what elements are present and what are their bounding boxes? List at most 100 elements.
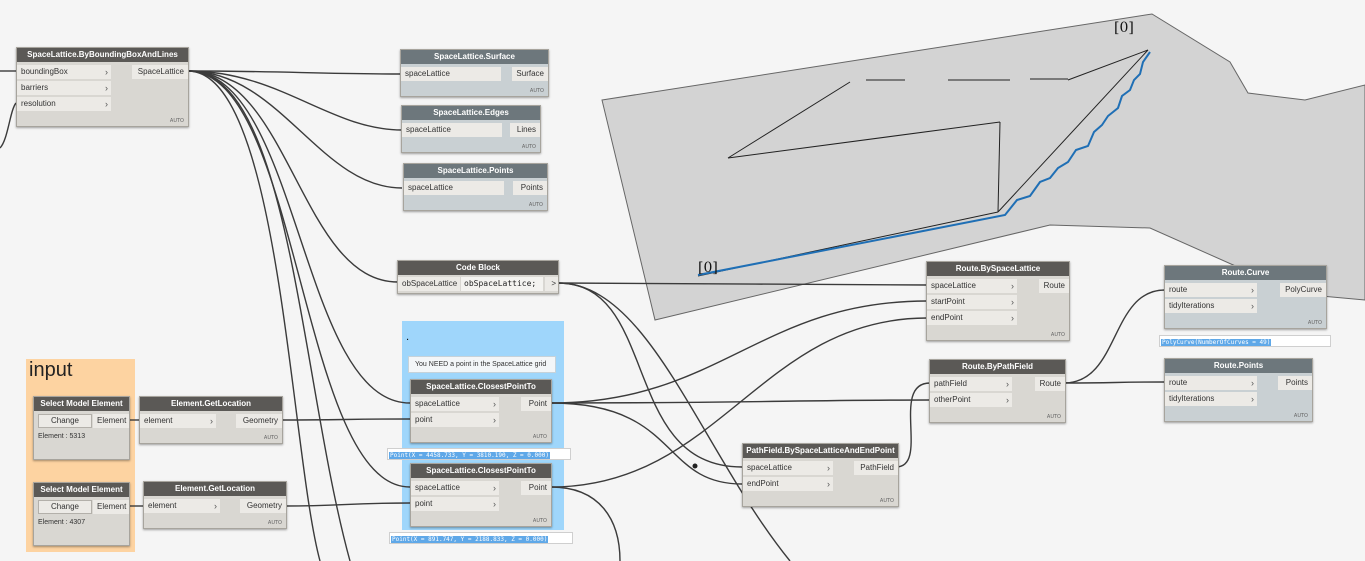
node-pathfield-byspacelattice[interactable]: PathField.BySpaceLatticeAndEndPoint spac…: [742, 443, 899, 507]
port-endpoint[interactable]: endPoint›: [743, 477, 833, 491]
wire-reroute-dot: [692, 463, 698, 469]
auto-label: AUTO: [263, 435, 278, 441]
node-title: SpaceLattice.ByBoundingBoxAndLines: [17, 48, 188, 62]
port-pathfield[interactable]: pathField›: [930, 377, 1012, 391]
chevron-right-icon: ›: [493, 499, 496, 509]
port-spacelattice[interactable]: spaceLattice›: [411, 481, 499, 495]
wire-lattice-points: [187, 70, 403, 189]
port-obspacelattice[interactable]: obSpaceLattice: [398, 277, 460, 291]
element-info: Element : 4307: [38, 519, 86, 526]
port-spacelattice[interactable]: spaceLattice: [401, 67, 501, 81]
port-out-route[interactable]: Route: [1035, 377, 1065, 391]
port-out-polycurve[interactable]: PolyCurve: [1280, 283, 1326, 297]
watch-value: PolyCurve(NumberOfCurves = 49): [1161, 339, 1272, 346]
watch-closest1: Point(X = 4458.733, Y = 3810.190, Z = 0.…: [387, 448, 571, 460]
port-spacelattice[interactable]: spaceLattice: [404, 181, 504, 195]
node-route-curve[interactable]: Route.Curve route› tidyIterations› PolyC…: [1164, 265, 1327, 329]
port-out-geometry[interactable]: Geometry: [236, 414, 282, 428]
port-route[interactable]: route›: [1165, 376, 1257, 390]
port-out-spacelattice[interactable]: SpaceLattice: [132, 65, 188, 79]
port-label: resolution: [21, 99, 56, 108]
node-title: Select Model Element: [34, 483, 129, 497]
node-route-bypathfield[interactable]: Route.ByPathField pathField› otherPoint›…: [929, 359, 1066, 423]
port-label: point: [415, 499, 433, 508]
node-title: Route.ByPathField: [930, 360, 1065, 374]
port-out-element[interactable]: Element: [93, 500, 129, 514]
port-out-surface[interactable]: Surface: [512, 67, 548, 81]
node-code-block[interactable]: Code Block obSpaceLattice obSpaceLattice…: [397, 260, 559, 294]
port-spacelattice[interactable]: spaceLattice: [402, 123, 502, 137]
port-endpoint[interactable]: endPoint›: [927, 311, 1017, 325]
port-element[interactable]: element›: [140, 414, 216, 428]
node-spacelattice-surface[interactable]: SpaceLattice.Surface spaceLattice Surfac…: [400, 49, 549, 97]
port-out-pathfield[interactable]: PathField: [854, 461, 898, 475]
port-label: element: [144, 416, 173, 425]
wire-closest2-end: [550, 317, 928, 488]
chevron-right-icon: ›: [1251, 285, 1254, 295]
wire-lattice-codeblock: [187, 70, 399, 283]
wire-lattice-offscreen1: [187, 70, 351, 561]
port-out-points[interactable]: Points: [513, 181, 547, 195]
port-point[interactable]: point ›: [411, 497, 499, 511]
note-spacelattice-grid[interactable]: You NEED a point in the SpaceLattice gri…: [408, 356, 556, 373]
port-out-code[interactable]: >: [545, 277, 558, 291]
code-editor[interactable]: obSpaceLattice;: [461, 277, 543, 291]
node-closest-point-to-1[interactable]: SpaceLattice.ClosestPointTo spaceLattice…: [410, 379, 552, 443]
port-out-point[interactable]: Point: [521, 397, 551, 411]
wire-getloc1-closest1: [280, 418, 411, 421]
port-tidyiterations[interactable]: tidyIterations›: [1165, 392, 1257, 406]
port-label: spaceLattice: [408, 183, 453, 192]
chevron-right-icon: ›: [1251, 394, 1254, 404]
node-spacelattice-edges[interactable]: SpaceLattice.Edges spaceLattice Lines AU…: [401, 105, 541, 153]
change-button[interactable]: Change: [38, 414, 92, 428]
port-label: spaceLattice: [405, 69, 450, 78]
node-title: SpaceLattice.Surface: [401, 50, 548, 64]
port-point[interactable]: point›: [411, 413, 499, 427]
node-element-getlocation-1[interactable]: Element.GetLocation element› Geometry AU…: [139, 396, 283, 444]
port-spacelattice[interactable]: spaceLattice›: [743, 461, 833, 475]
node-title: Code Block: [398, 261, 558, 275]
port-out-points[interactable]: Points: [1278, 376, 1312, 390]
chevron-right-icon: ›: [1006, 395, 1009, 405]
node-route-points[interactable]: Route.Points route› tidyIterations› Poin…: [1164, 358, 1313, 422]
chevron-right-icon: ›: [1011, 281, 1014, 291]
port-spacelattice[interactable]: spaceLattice›: [927, 279, 1017, 293]
auto-label: AUTO: [169, 118, 184, 124]
port-out-point[interactable]: Point: [521, 481, 551, 495]
node-select-model-element-1[interactable]: Select Model Element Change Element Elem…: [33, 396, 130, 460]
port-element[interactable]: element›: [144, 499, 220, 513]
node-closest-point-to-2[interactable]: SpaceLattice.ClosestPointTo spaceLattice…: [410, 463, 552, 527]
node-spacelattice-points[interactable]: SpaceLattice.Points spaceLattice Points …: [403, 163, 548, 211]
node-route-byspacelattice[interactable]: Route.BySpaceLattice spaceLattice› start…: [926, 261, 1070, 341]
auto-label: AUTO: [879, 498, 894, 504]
watch-route-curve: PolyCurve(NumberOfCurves = 49): [1159, 335, 1331, 347]
port-out-element[interactable]: Element: [93, 414, 129, 428]
wire-codeblock-offscreen: [557, 282, 791, 561]
port-label: startPoint: [931, 297, 965, 306]
node-title: Element.GetLocation: [140, 397, 282, 411]
port-out-geometry[interactable]: Geometry: [240, 499, 286, 513]
port-otherpoint[interactable]: otherPoint›: [930, 393, 1012, 407]
port-resolution[interactable]: resolution›: [17, 97, 111, 111]
wire-codeblock-pathfield: [557, 282, 743, 468]
auto-label: AUTO: [1050, 332, 1065, 338]
chevron-right-icon: ›: [493, 399, 496, 409]
node-select-model-element-2[interactable]: Select Model Element Change Element Elem…: [33, 482, 130, 546]
chevron-right-icon: ›: [1006, 379, 1009, 389]
node-spacelattice-bybbox[interactable]: SpaceLattice.ByBoundingBoxAndLines bound…: [16, 47, 189, 127]
port-barriers[interactable]: barriers›: [17, 81, 111, 95]
port-spacelattice[interactable]: spaceLattice›: [411, 397, 499, 411]
wire-codeblock-route: [557, 282, 928, 286]
port-out-lines[interactable]: Lines: [510, 123, 540, 137]
node-element-getlocation-2[interactable]: Element.GetLocation element› Geometry AU…: [143, 481, 287, 529]
node-title: Route.Curve: [1165, 266, 1326, 280]
change-button[interactable]: Change: [38, 500, 92, 514]
port-tidyiterations[interactable]: tidyIterations›: [1165, 299, 1257, 313]
port-out-route[interactable]: Route: [1039, 279, 1069, 293]
chevron-right-icon: ›: [493, 483, 496, 493]
port-route[interactable]: route›: [1165, 283, 1257, 297]
port-boundingbox[interactable]: boundingBox›: [17, 65, 111, 79]
chevron-right-icon: ›: [214, 501, 217, 511]
port-startpoint[interactable]: startPoint›: [927, 295, 1017, 309]
